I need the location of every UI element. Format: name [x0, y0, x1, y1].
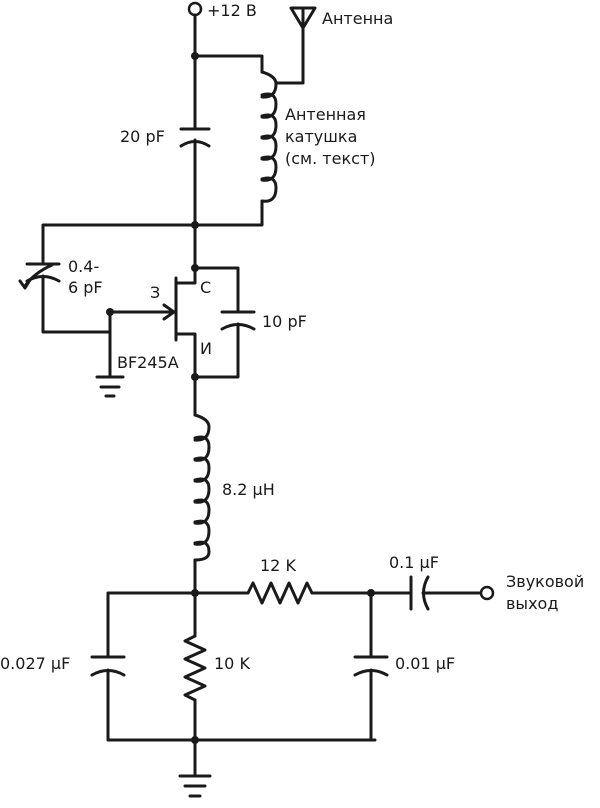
label-res-10k: 10 K — [214, 654, 250, 673]
coil-bottom-wire — [193, 199, 264, 227]
ground-icon-main — [178, 774, 212, 798]
label-res-12k: 12 K — [260, 556, 296, 575]
label-transistor: BF245A — [117, 353, 179, 372]
antenna-coil — [260, 70, 278, 203]
antenna-icon — [274, 6, 317, 85]
label-cap-001uf: 0.01 µF — [395, 654, 455, 673]
cap10-wire — [193, 266, 240, 314]
label-cap-0027uf: 0.027 µF — [0, 654, 70, 673]
label-supply: +12 В — [207, 1, 257, 20]
trimmer-wire — [41, 223, 197, 264]
label-output-line2: выход — [506, 594, 558, 613]
trimmer-capacitor — [18, 262, 61, 290]
coil-top-wire — [193, 54, 264, 74]
label-source: И — [200, 339, 212, 358]
label-coil-line1: Антенная — [285, 105, 366, 124]
junction-ground — [191, 736, 199, 744]
label-gate: З — [150, 283, 160, 302]
label-cap-20pf: 20 pF — [120, 127, 165, 146]
resistor-12k — [246, 581, 314, 605]
label-output-line1: Звуковой — [506, 572, 584, 591]
label-inductor: 8.2 µH — [222, 480, 275, 499]
ground-icon-gate — [95, 375, 125, 398]
resistor-10k — [183, 634, 207, 702]
label-trimmer-line2: 6 pF — [68, 278, 103, 297]
supply-terminal — [187, 1, 203, 17]
fet-transistor — [108, 266, 197, 379]
label-cap-01uf: 0.1 µF — [389, 553, 439, 572]
label-antenna: Антенна — [322, 9, 393, 28]
label-drain: С — [200, 278, 211, 297]
label-trimmer-line1: 0.4- — [68, 257, 99, 276]
inductor-8-2uh — [193, 413, 211, 562]
label-coil-line3: (см. текст) — [285, 149, 375, 168]
audio-output-terminal — [479, 585, 495, 601]
label-cap-10pf: 10 pF — [262, 312, 307, 331]
label-coil-line2: катушка — [285, 127, 357, 146]
